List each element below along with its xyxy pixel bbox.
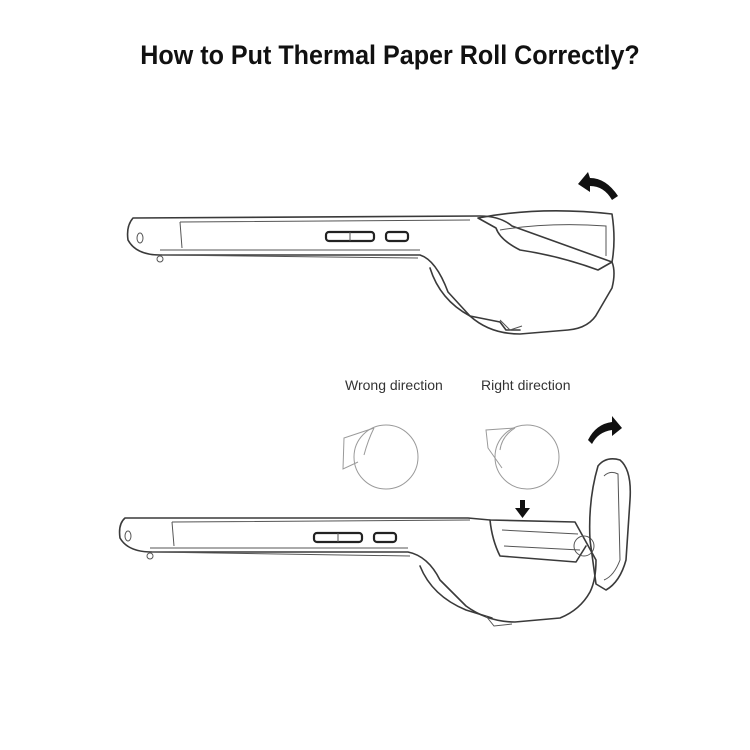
pos-terminal-top [126, 210, 615, 335]
roll-paper-tail [485, 427, 516, 469]
printer-cover-inner [603, 471, 621, 581]
front-port [136, 232, 144, 244]
paper-roll-wrong [342, 424, 419, 490]
paper-roll-right [485, 424, 560, 490]
pos-terminal-bottom [118, 458, 632, 627]
bottom-foot [156, 255, 164, 263]
roll-body [353, 424, 419, 490]
roll-body [494, 424, 560, 490]
screen-panel-line [171, 519, 471, 547]
close-cover-arrow-icon [588, 416, 622, 444]
page-title: How to Put Thermal Paper Roll Correctly? [140, 40, 640, 70]
handle-clip [499, 319, 523, 331]
handle-clip [485, 615, 513, 627]
terminal-side-rail [150, 547, 411, 557]
bottom-foot [146, 552, 154, 560]
printer-cover [477, 210, 615, 271]
power-button [372, 531, 398, 544]
screen-panel-line [179, 219, 471, 249]
power-button [384, 230, 410, 243]
open-cover-arrow-icon [578, 172, 618, 200]
printer-cover-inner [499, 224, 607, 256]
roll-curl [363, 427, 375, 456]
compartment-roller [573, 535, 595, 557]
terminal-side-rail [160, 249, 420, 259]
roll-curl [499, 427, 516, 451]
roll-paper-tail [342, 427, 375, 470]
insert-roll-arrow-icon [515, 500, 530, 518]
terminal-body-outline [118, 517, 597, 623]
right-direction-label: Right direction [481, 377, 571, 393]
paper-compartment [489, 519, 587, 563]
wrong-direction-label: Wrong direction [345, 377, 443, 393]
handle-bottom [419, 565, 493, 619]
printer-cover-open [588, 458, 632, 591]
compartment-inner [501, 529, 581, 551]
front-port [124, 530, 132, 542]
terminal-body-outline [126, 215, 615, 335]
handle-bottom [429, 267, 521, 331]
